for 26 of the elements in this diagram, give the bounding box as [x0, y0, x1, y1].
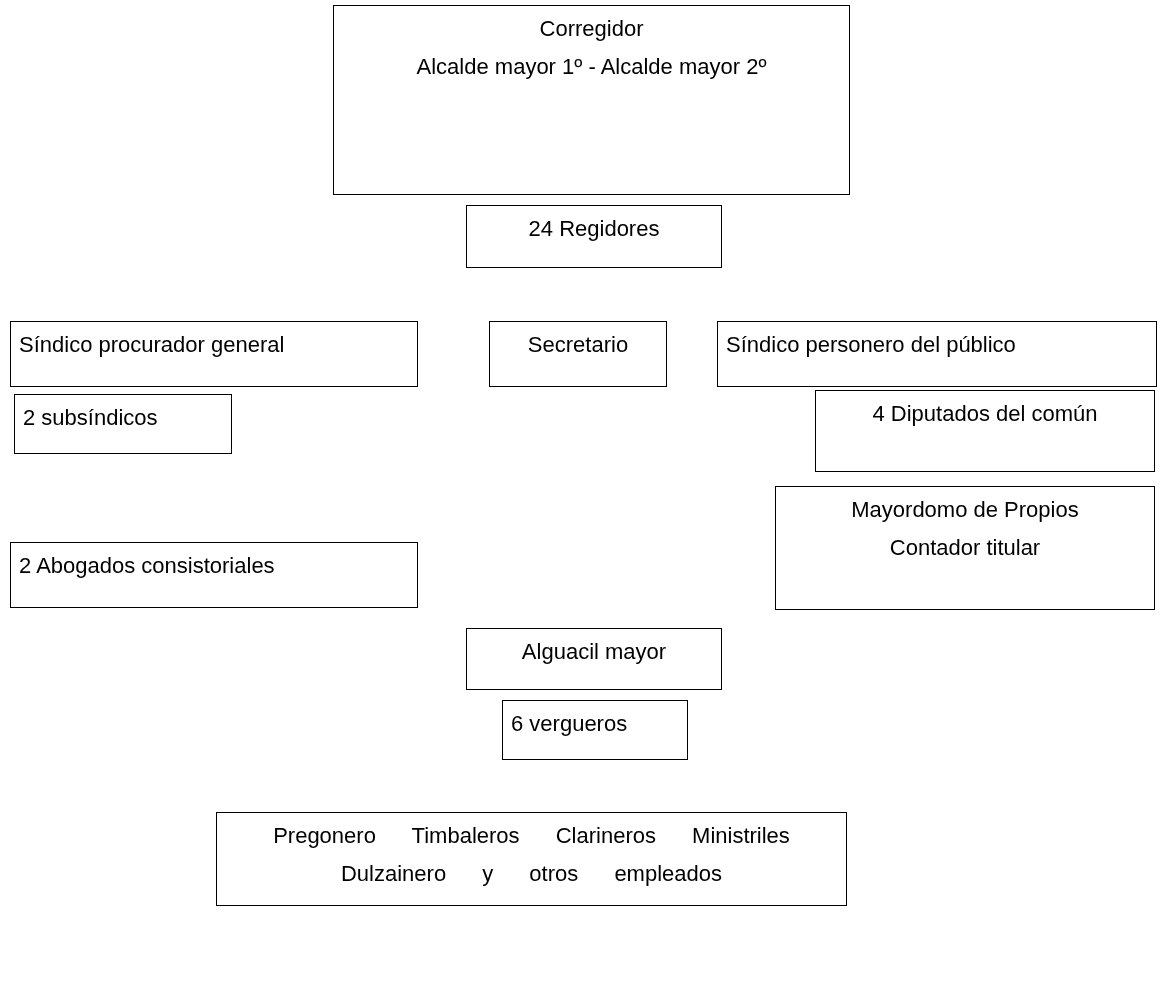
box-text: 2 subsíndicos — [23, 404, 158, 432]
box-text: Secretario — [527, 331, 629, 359]
org-box — [10, 542, 418, 608]
org-box — [216, 812, 847, 906]
org-box — [333, 5, 850, 195]
box-text: Alguacil mayor — [521, 638, 667, 666]
org-box — [815, 390, 1155, 472]
org-box — [502, 700, 688, 760]
box-text: Mayordomo de Propios — [850, 496, 1080, 524]
box-text: Alcalde mayor 1º - Alcalde mayor 2º — [415, 53, 768, 81]
box-text: Corregidor — [538, 15, 645, 43]
org-box — [466, 628, 722, 690]
box-text: 6 vergueros — [511, 710, 628, 738]
box-text: Síndico personero del público — [726, 331, 1016, 359]
org-box — [466, 205, 722, 268]
box-text: Pregonero Timbaleros Clarineros Ministriles Dulzainero y otros empleados — [272, 822, 791, 888]
org-box — [717, 321, 1157, 387]
org-box — [10, 321, 418, 387]
box-text: Contador titular — [888, 534, 1042, 562]
box-text: 24 Regidores — [528, 215, 660, 243]
org-box — [775, 486, 1155, 610]
org-box — [14, 394, 232, 454]
box-text: 2 Abogados consistoriales — [19, 552, 275, 580]
org-box — [489, 321, 667, 387]
box-text: 4 Diputados del común — [872, 400, 1098, 428]
box-text: Síndico procurador general — [19, 331, 285, 359]
